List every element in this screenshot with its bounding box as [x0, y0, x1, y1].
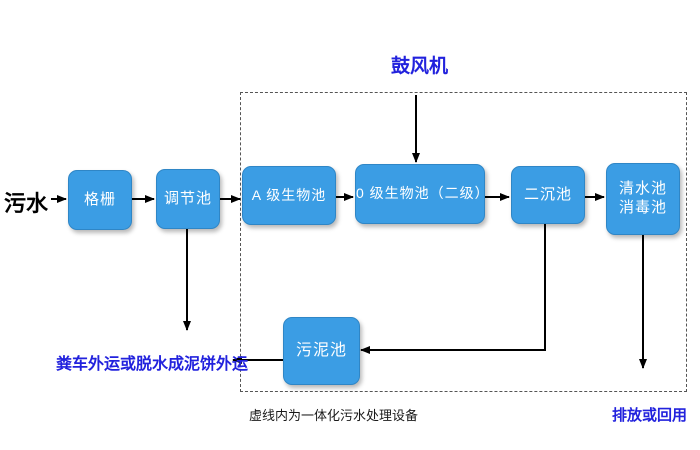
node-o-bio-tank-label: 0 级生物池（二级）: [356, 185, 490, 202]
boundary-caption: 虚线内为一体化污水处理设备: [249, 408, 419, 423]
sludge-out-label: 粪车外运或脱水成泥饼外运: [56, 356, 249, 373]
node-regulating-tank: 调节池: [156, 169, 220, 229]
node-grid: 格栅: [68, 170, 132, 230]
influent-label: 污水: [4, 191, 49, 216]
node-clear-water-tank: 清水池 消毒池: [606, 163, 680, 235]
node-secondary-clarifier-label: 二沉池: [523, 185, 572, 203]
discharge-label: 排放或回用: [612, 407, 688, 424]
node-clear-water-tank-label2: 消毒池: [618, 199, 667, 216]
node-sludge-tank-label: 污泥池: [295, 342, 347, 359]
equipment-boundary-box: [240, 92, 687, 392]
node-regulating-tank-label: 调节池: [163, 189, 212, 207]
arrow-clarifier-to-sludge: [360, 222, 546, 354]
node-a-bio-tank: A 级生物池: [242, 166, 336, 225]
node-o-bio-tank: 0 级生物池（二级）: [355, 164, 490, 224]
node-clear-water-tank-label1: 清水池: [618, 180, 667, 198]
blower-label: 鼓风机: [391, 56, 449, 77]
node-a-bio-tank-label: A 级生物池: [251, 186, 327, 203]
node-secondary-clarifier: 二沉池: [511, 166, 585, 224]
node-sludge-tank: 污泥池: [283, 317, 360, 385]
node-grid-label: 格栅: [83, 190, 116, 208]
